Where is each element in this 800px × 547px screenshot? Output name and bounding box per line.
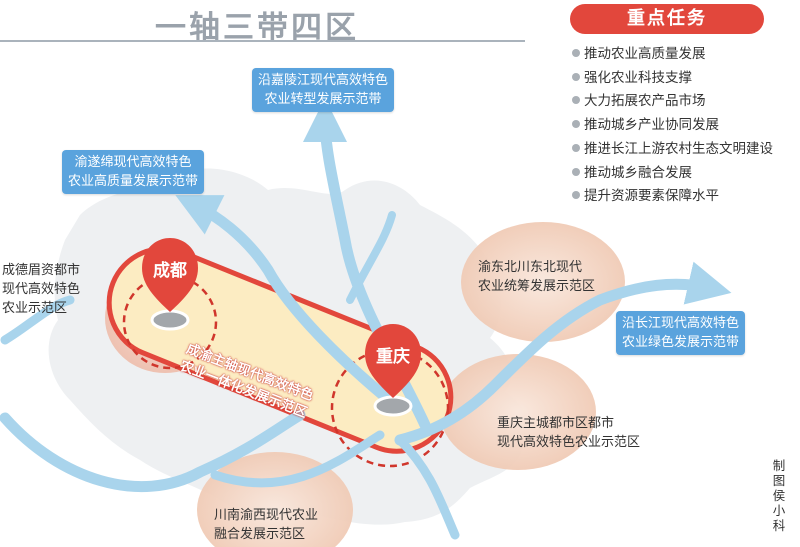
chengdu-label: 成都	[153, 261, 187, 281]
list-item: 提升资源要素保障水平	[572, 185, 773, 209]
zone-cq-main-label: 重庆主城都市区都市 现代高效特色农业示范区	[497, 414, 640, 452]
belt-yangtze-line1: 沿长江现代高效特色	[622, 316, 740, 331]
river-yangtze-lower	[210, 430, 385, 488]
bullet-icon	[572, 49, 580, 57]
bullet-icon	[572, 120, 580, 129]
zone-chuannan-line1: 川南渝西现代农业	[214, 508, 319, 523]
task-text: 强化农业科技支撑	[584, 69, 692, 86]
task-text: 推动城乡融合发展	[584, 164, 692, 181]
credit-text: 制图侯小科	[772, 458, 786, 533]
bullet-icon	[572, 96, 580, 105]
belt-jialing-line2: 农业转型发展示范带	[264, 92, 382, 107]
task-text: 大力拓展农产品市场	[584, 93, 706, 110]
chengdu-pin	[142, 238, 198, 331]
chongqing-label: 重庆	[376, 347, 410, 367]
belt-yangtze-label: 沿长江现代高效特色 农业绿色发展示范带	[616, 311, 746, 355]
task-text: 提升资源要素保障水平	[584, 188, 719, 205]
list-item: 推动农业高质量发展	[572, 43, 773, 67]
task-text: 推进长江上游农村生态文明建设	[584, 140, 773, 157]
bullet-icon	[572, 72, 580, 81]
zone-cq-main-line2: 现代高效特色农业示范区	[497, 435, 641, 450]
zone-yudong-label: 渝东北川东北现代 农业统筹发展示范区	[478, 258, 595, 296]
title-divider	[0, 40, 525, 42]
zone-cq-main-line1: 重庆主城都市区都市	[497, 416, 615, 431]
list-item: 推进长江上游农村生态文明建设	[572, 138, 773, 162]
list-item: 大力拓展农产品市场	[572, 90, 773, 114]
bullet-icon	[572, 143, 580, 152]
zone-cdmz-line2: 现代高效特色	[2, 282, 81, 297]
belt-jialing-branch	[346, 211, 396, 304]
zone-yudong-line1: 渝东北川东北现代	[478, 260, 583, 275]
task-text: 推动农业高质量发展	[584, 46, 706, 62]
list-item: 强化农业科技支撑	[572, 67, 773, 91]
zone-chuannan-line2: 融合发展示范区	[214, 527, 306, 542]
zone-cdmz-label: 成德眉资都市 现代高效特色 农业示范区	[2, 261, 80, 318]
key-tasks-list: 推动农业高质量发展 强化农业科技支撑 大力拓展农产品市场 推动城乡产业协同发展 …	[572, 43, 773, 209]
belt-yangtze-arrow	[394, 261, 732, 446]
zone-cdmz-line3: 农业示范区	[2, 301, 68, 316]
belt-yusuimian-line2: 农业高质量发展示范带	[68, 174, 199, 189]
list-item: 推动城乡融合发展	[572, 162, 773, 186]
zone-yudong-line2: 农业统筹发展示范区	[478, 279, 596, 294]
task-text: 推动城乡产业协同发展	[584, 117, 719, 134]
chongqing-ring	[330, 348, 450, 468]
belt-yangtze-line2: 农业绿色发展示范带	[622, 335, 740, 350]
key-tasks-header: 重点任务	[570, 4, 764, 34]
belt-yusuimian-arrow	[175, 195, 401, 411]
belt-yusuimian-label: 渝遂绵现代高效特色 农业高质量发展示范带	[62, 150, 205, 194]
bullet-icon	[572, 191, 580, 200]
zone-chuannan-label: 川南渝西现代农业 融合发展示范区	[214, 506, 318, 544]
belt-yusuimian-line1: 渝遂绵现代高效特色	[74, 155, 192, 170]
river-upper-left	[0, 295, 75, 345]
list-item: 推动城乡产业协同发展	[572, 114, 773, 138]
river-lower-right	[395, 435, 460, 540]
zone-cq-main-shape	[440, 354, 596, 470]
river-jiangjiang	[0, 409, 306, 493]
bullet-icon	[572, 167, 580, 176]
chongqing-pin	[365, 324, 421, 417]
zone-cdmz-line1: 成德眉资都市	[2, 263, 81, 278]
belt-jialing-line1: 沿嘉陵江现代高效特色	[258, 73, 389, 88]
belt-jialing-label: 沿嘉陵江现代高效特色 农业转型发展示范带	[252, 68, 395, 112]
